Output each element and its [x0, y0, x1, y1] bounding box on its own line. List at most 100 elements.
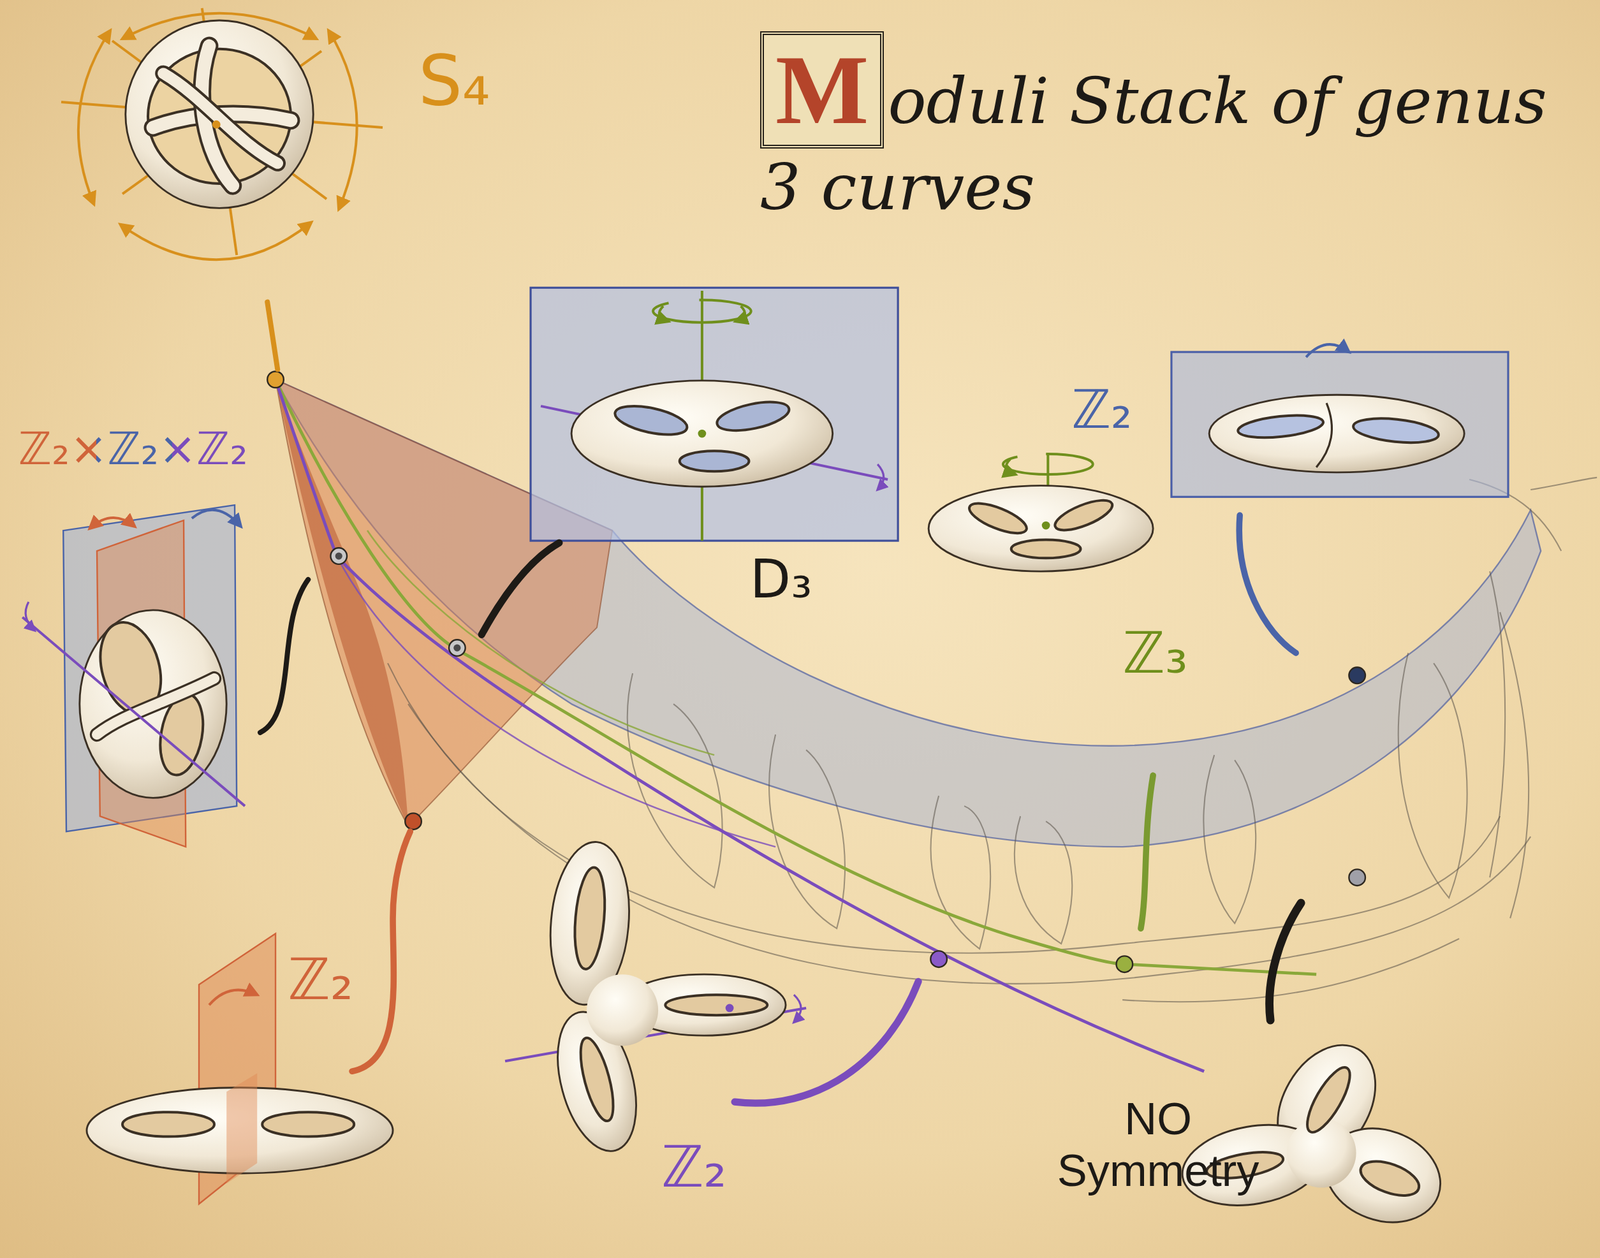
- sketch-lines-part: [1014, 816, 1072, 944]
- z2-orange-figure-part: [262, 1112, 354, 1137]
- green-curve: [275, 379, 1317, 975]
- s4-curve-figure-part-part: [163, 73, 278, 164]
- z2-cubed-figure-part: [25, 601, 35, 631]
- z2-cubed-figure-part: [96, 678, 215, 735]
- note-label: NO Symmetry: [1040, 1093, 1276, 1197]
- s4-curve-figure-part-part: [328, 30, 357, 210]
- generic-leader: [1269, 902, 1302, 1021]
- green-thin-curve: [367, 530, 715, 756]
- label-slot: ℤ₂: [1071, 379, 1132, 441]
- symmetry-group-label: ℤ₂: [661, 1134, 727, 1201]
- z2-cubed-figure-part: [79, 610, 227, 798]
- special-points-part: [930, 950, 947, 968]
- z2-cubed-figure-part: [96, 678, 215, 735]
- s4-curve-figure-part-part: [163, 73, 278, 164]
- label-slot: ℤ₂: [661, 1134, 727, 1201]
- s4-leader: [267, 302, 278, 370]
- sketch-lines-part: [408, 704, 1531, 984]
- z2-purple-figure-part: [793, 994, 801, 1023]
- sketch-lines-part: [1398, 653, 1468, 898]
- sketch-lines-part: [1530, 477, 1597, 490]
- label-slot: S₄: [418, 40, 491, 121]
- symmetry-group-label: ℤ₂: [1071, 379, 1132, 441]
- d3-curve-figure-part: [612, 401, 690, 441]
- z2-cubed-figure-part: [191, 510, 242, 527]
- s4-curve-figure-part-part: [78, 30, 111, 205]
- z2-reflection-figure-part: [1306, 344, 1349, 358]
- special-points-part: [330, 547, 347, 565]
- special-points-part: [1348, 869, 1366, 886]
- d3-curve-figure: [481, 287, 898, 635]
- sketch-lines-part: [1489, 571, 1505, 878]
- special-points-part: [1116, 955, 1134, 973]
- purple-curve: [275, 379, 1204, 1072]
- label-slot: ℤ₂: [287, 946, 354, 1013]
- special-points-part: [1348, 667, 1366, 685]
- z2-reflection-figure-part: [1209, 394, 1465, 473]
- z2-reflection-leader: [1239, 515, 1296, 654]
- z3-curve-figure-part: [1003, 454, 1094, 475]
- z2-reflection-figure-part: [1171, 352, 1509, 497]
- s4-curve-figure-part: [153, 45, 291, 186]
- z3-curve-figure-part: [965, 497, 1030, 540]
- d3-curve-figure-part: [659, 306, 669, 322]
- z3-curve-figure-part: [1006, 459, 1016, 475]
- special-points-part: [453, 644, 461, 652]
- label-slot: ℤ₃: [1122, 620, 1189, 687]
- diagram-title: Moduli Stack of genus 3 curves: [760, 30, 1567, 226]
- z3-curve-figure: [928, 454, 1153, 929]
- z3-curve-figure-part: [1051, 494, 1116, 537]
- z2-reflection-figure-part: [1351, 415, 1440, 447]
- z2-cubed-figure-part: [22, 617, 245, 807]
- title-slot: Moduli Stack of genus 3 curves: [760, 30, 1567, 226]
- generic-curve-figure-part: [1356, 1154, 1424, 1203]
- label-slot: NO Symmetry: [1040, 1093, 1276, 1197]
- z2-purple-leader: [734, 981, 919, 1104]
- z2-reflection-figure-part: [1316, 403, 1332, 468]
- z2-purple-figure-part: [571, 866, 610, 970]
- s4-curve-figure: [61, 8, 383, 370]
- d3-curve-figure-part: [697, 429, 706, 439]
- d3-curve-figure-part: [877, 464, 884, 490]
- symmetry-group-label: D₃: [749, 549, 812, 611]
- z2-purple-figure-part: [665, 994, 768, 1016]
- symmetry-group-label: ℤ₂×ℤ₂×ℤ₂: [18, 423, 249, 476]
- z2-reflection-figure: [1171, 344, 1509, 654]
- s4-curve-figure-part: [212, 120, 221, 129]
- z2-purple-figure-part: [573, 1034, 620, 1125]
- z3-curve-figure-part: [1042, 521, 1051, 530]
- s4-curve-figure-part: [61, 8, 383, 260]
- z3-curve-figure-part: [1011, 539, 1081, 558]
- d3-curve-figure-part: [714, 396, 793, 437]
- z2-cubed-figure: [22, 505, 309, 847]
- generic-curve-figure-part: [1299, 1061, 1358, 1138]
- d3-curve-figure-part: [653, 299, 752, 323]
- purple-thin-curve: [336, 556, 776, 847]
- d3-leader: [481, 542, 560, 635]
- d3-curve-figure-part: [530, 287, 898, 541]
- label-slot: ℤ₂×ℤ₂×ℤ₂: [18, 423, 249, 476]
- z2-orange-figure: [86, 831, 411, 1204]
- z2-orange-leader: [352, 831, 411, 1072]
- special-points-part: [335, 552, 343, 560]
- z2-cubed-leader: [260, 579, 309, 733]
- z3-leader: [1140, 775, 1153, 929]
- d3-curve-figure-part: [735, 306, 745, 322]
- special-points-part: [448, 639, 466, 657]
- symmetry-group-label: ℤ₂: [287, 946, 354, 1013]
- special-points-part: [267, 371, 284, 388]
- z2-cubed-figure-part: [89, 517, 135, 529]
- sketch-lines-part: [1122, 938, 1460, 1002]
- symmetry-group-label: S₄: [418, 40, 491, 121]
- special-points-part: [404, 813, 422, 830]
- z2-purple-figure-part: [586, 974, 659, 1046]
- z2-orange-figure-part: [226, 1073, 257, 1184]
- label-slot: D₃: [749, 549, 812, 611]
- z2-orange-figure-part: [122, 1112, 215, 1137]
- sketch-lines-part: [1499, 612, 1529, 919]
- s4-curve-figure-part: [125, 20, 314, 208]
- d3-curve-figure-part: [679, 450, 750, 472]
- z3-curve-figure-part: [928, 485, 1153, 572]
- z2-purple-figure: [505, 838, 919, 1160]
